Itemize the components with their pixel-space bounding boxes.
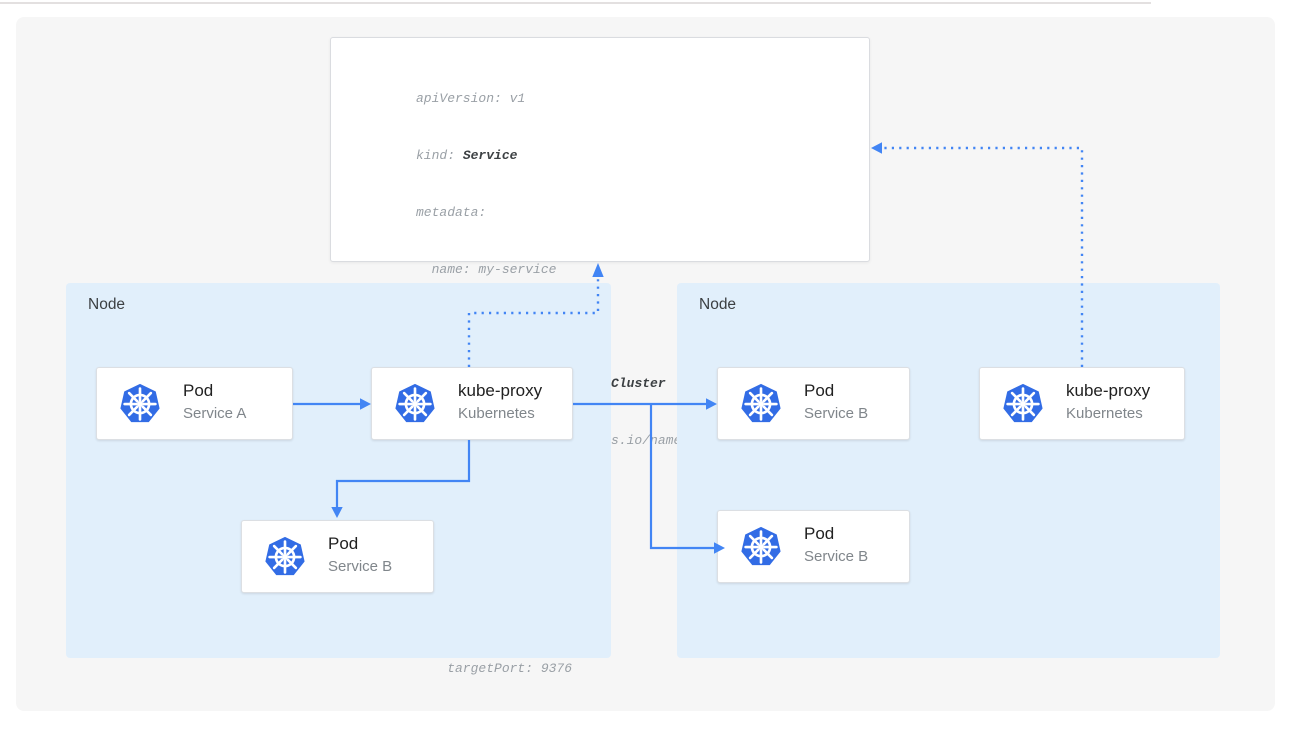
yaml-text: targetPort: 9376 [416,661,573,676]
card-title: kube-proxy [1066,381,1151,400]
service-yaml-card: apiVersion: v1 kind: Service metadata: n… [330,37,870,676]
kubernetes-icon [740,383,782,424]
card-subtitle: Kubernetes [458,405,535,422]
card-title: Pod [183,381,214,400]
pod-card-service-b-right-top: Pod Service B [717,367,910,440]
kubernetes-icon [1002,383,1044,424]
kubernetes-icon [394,383,436,424]
yaml-text: metadata: [416,205,487,220]
top-divider-line [0,2,1151,4]
kubernetes-icon [740,526,782,567]
card-subtitle: Service B [804,548,869,565]
card-title: Pod [328,534,359,553]
yaml-line: apiVersion: v1 [416,89,736,108]
node-label: Node [699,296,737,313]
card-subtitle: Service B [804,405,869,422]
node-box-right: Node Pod Service B Pod Service B kube-pr… [677,283,1220,658]
yaml-line: metadata: [416,203,736,222]
card-subtitle: Service B [328,558,393,575]
yaml-text: kind: [416,148,463,163]
node-label: Node [88,296,126,313]
pod-card-service-b-left: Pod Service B [241,520,434,593]
pod-card-service-b-right-bottom: Pod Service B [717,510,910,583]
kubernetes-icon [264,536,306,577]
yaml-text-bold: Service [462,148,518,163]
kubernetes-icon [119,383,161,424]
kube-proxy-card-right: kube-proxy Kubernetes [979,367,1185,440]
kube-proxy-card-left: kube-proxy Kubernetes [371,367,573,440]
yaml-text: apiVersion: v1 [416,91,526,106]
yaml-line: name: my-service [416,260,736,279]
card-title: Pod [804,524,835,543]
card-title: kube-proxy [458,381,543,400]
card-subtitle: Service A [183,405,247,422]
yaml-line: kind: Service [416,146,736,165]
yaml-text: name: my-service [416,262,557,277]
node-box-left: Node Pod Service A kube-proxy Kubernetes… [66,283,611,658]
card-subtitle: Kubernetes [1066,405,1143,422]
card-title: Pod [804,381,835,400]
yaml-line: targetPort: 9376 [416,659,736,678]
pod-card-service-a: Pod Service A [96,367,293,440]
